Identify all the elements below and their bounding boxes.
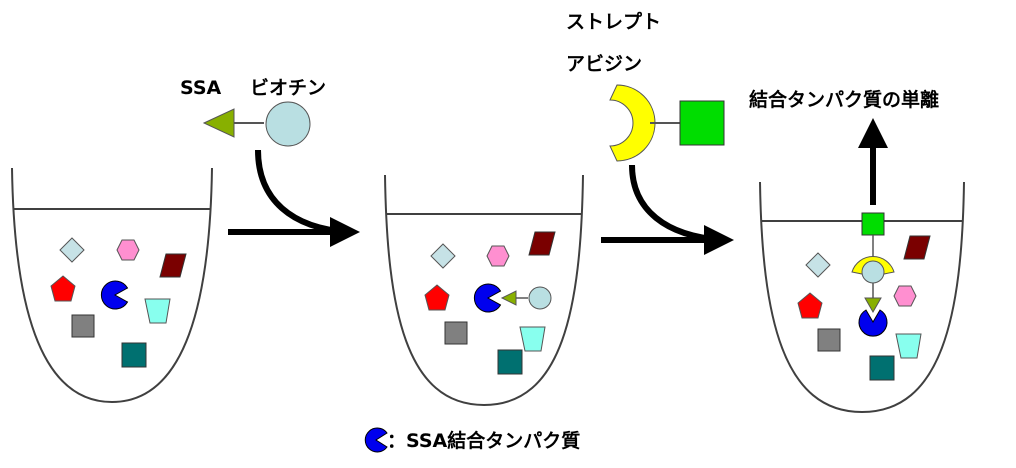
gray-square-shape <box>817 328 841 352</box>
legend: ：SSA結合タンパク質 <box>364 427 580 453</box>
biotin-circle <box>528 286 552 310</box>
curved-arrow-2 <box>629 164 723 243</box>
biotin-label: ビオチン <box>250 77 326 99</box>
diamond-shape <box>805 252 831 278</box>
hexagon-shape <box>893 285 917 307</box>
parallelogram-shape <box>528 231 556 256</box>
binding-protein-shape <box>473 283 502 313</box>
trapezoid-shape <box>519 326 546 352</box>
ssa-triangle <box>500 290 517 306</box>
streptavidin-square <box>861 212 885 236</box>
ssa-label: SSA <box>180 77 222 99</box>
legend-binding-protein-icon <box>364 427 388 453</box>
streptavidin-square <box>679 100 725 146</box>
ssa-triangle <box>202 108 235 138</box>
hexagon-shape <box>116 239 140 261</box>
parallelogram-shape <box>903 235 931 260</box>
isolated-complex <box>851 212 895 337</box>
beaker-3-outline <box>759 181 965 414</box>
beaker-1-outline <box>11 167 213 404</box>
trapezoid-shape <box>895 333 922 359</box>
streptavidin-label-line1: ストレプト <box>566 10 661 33</box>
beaker-3 <box>759 181 965 414</box>
curved-arrow-1 <box>255 149 349 235</box>
beaker-1 <box>11 167 213 404</box>
biotin-circle <box>265 101 311 147</box>
parallelogram-shape <box>159 253 187 278</box>
legend-label: ：SSA結合タンパク質 <box>387 429 580 452</box>
binding-protein-shape <box>858 309 888 337</box>
pentagon-shape <box>424 284 450 311</box>
pentagon-shape <box>50 275 76 302</box>
teal-square-shape <box>121 342 147 368</box>
ssa-triangle <box>864 297 882 314</box>
streptavidin-label-line2: アビジン <box>566 53 642 75</box>
beaker-2 <box>384 174 584 407</box>
ssa-biotin-probe <box>202 101 311 147</box>
binding-protein-shape <box>100 280 129 310</box>
teal-square-shape <box>497 349 523 375</box>
streptavidin-arc <box>609 84 656 162</box>
hexagon-shape <box>486 245 510 267</box>
diamond-shape <box>59 237 85 263</box>
pentagon-shape <box>797 292 823 319</box>
biotin-circle <box>861 260 885 284</box>
gray-square-shape <box>444 321 468 345</box>
gray-square-shape <box>71 314 95 338</box>
beaker-2-outline <box>384 174 584 407</box>
isolation-label: 結合タンパク質の単離 <box>749 88 939 111</box>
diamond-shape <box>430 243 456 269</box>
teal-square-shape <box>869 355 895 381</box>
trapezoid-shape <box>144 298 171 324</box>
streptavidin-probe <box>609 84 725 162</box>
